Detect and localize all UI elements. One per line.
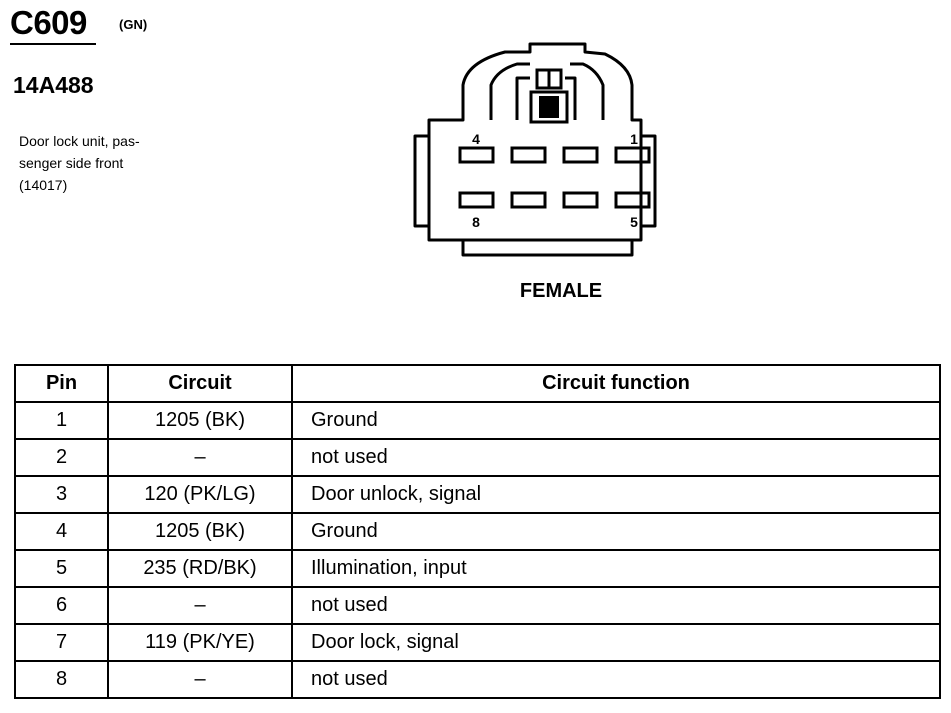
latch-mid-left — [515, 76, 530, 120]
description-line: Door lock unit, pas- — [19, 133, 140, 149]
circuit-cell: 1205 (BK) — [107, 401, 293, 440]
connector-face-diagram: 4 1 8 5 — [413, 42, 657, 257]
header-pin: Pin — [14, 364, 109, 403]
pin-cavity-8 — [458, 191, 495, 209]
header-circuit-function: Circuit function — [291, 364, 941, 403]
connector-gender-label: FEMALE — [519, 280, 603, 302]
function-cell: not used — [291, 438, 941, 477]
table-row: 7 119 (PK/YE) Door lock, signal — [14, 623, 941, 662]
pin-label-4: 4 — [472, 131, 480, 147]
pin-cell: 6 — [14, 586, 109, 625]
pin-cell: 1 — [14, 401, 109, 440]
pin-label-1: 1 — [630, 131, 638, 147]
pin-cell: 2 — [14, 438, 109, 477]
locking-latch — [529, 68, 569, 124]
table-row: 4 1205 (BK) Ground — [14, 512, 941, 551]
connector-bottom-lip — [461, 240, 634, 257]
circuit-cell: 120 (PK/LG) — [107, 475, 293, 514]
table-row: 6 – not used — [14, 586, 941, 625]
table-row: 5 235 (RD/BK) Illumination, input — [14, 549, 941, 588]
pin-cell: 7 — [14, 623, 109, 662]
connector-id-underline — [10, 43, 96, 45]
function-cell: Ground — [291, 401, 941, 440]
connector-body-outline — [427, 42, 643, 242]
header-circuit: Circuit — [107, 364, 293, 403]
pin-cell: 5 — [14, 549, 109, 588]
pin-cavity-7 — [510, 191, 547, 209]
pin-cavity-5 — [614, 191, 651, 209]
connector-id: C609 — [10, 4, 87, 41]
circuit-cell: 119 (PK/YE) — [107, 623, 293, 662]
connector-color: (GN) — [119, 17, 148, 32]
pin-cavity-4 — [458, 146, 495, 164]
circuit-cell: – — [107, 438, 293, 477]
description-line: senger side front — [19, 155, 124, 171]
connector-left-guide — [413, 134, 429, 228]
part-number: 14A488 — [13, 72, 94, 98]
function-cell: Door lock, signal — [291, 623, 941, 662]
pin-table: Pin Circuit Circuit function 1 1205 (BK)… — [14, 364, 941, 699]
table-row: 1 1205 (BK) Ground — [14, 401, 941, 440]
pin-cavity-2 — [562, 146, 599, 164]
circuit-cell: 1205 (BK) — [107, 512, 293, 551]
pin-cell: 4 — [14, 512, 109, 551]
pin-label-5: 5 — [630, 214, 638, 230]
connector-description: Door lock unit, pas- senger side front (… — [19, 130, 140, 196]
function-cell: Illumination, input — [291, 549, 941, 588]
table-row: 8 – not used — [14, 660, 941, 699]
latch-inner-right — [570, 62, 605, 120]
circuit-cell: – — [107, 586, 293, 625]
latch-core — [539, 96, 559, 118]
connector-right-guide — [641, 134, 657, 228]
circuit-cell: 235 (RD/BK) — [107, 549, 293, 588]
latch-mid-right — [565, 76, 577, 120]
table-row: 3 120 (PK/LG) Door unlock, signal — [14, 475, 941, 514]
table-row: 2 – not used — [14, 438, 941, 477]
table-header-row: Pin Circuit Circuit function — [14, 364, 941, 403]
pin-label-8: 8 — [472, 214, 480, 230]
pin-cell: 3 — [14, 475, 109, 514]
pin-cavity-1 — [614, 146, 651, 164]
function-cell: Ground — [291, 512, 941, 551]
pin-cavity-3 — [510, 146, 547, 164]
function-cell: not used — [291, 586, 941, 625]
circuit-cell: – — [107, 660, 293, 699]
latch-inner-left — [489, 62, 530, 120]
pin-cavity-6 — [562, 191, 599, 209]
function-cell: Door unlock, signal — [291, 475, 941, 514]
function-cell: not used — [291, 660, 941, 699]
description-line: (14017) — [19, 177, 68, 193]
pin-cell: 8 — [14, 660, 109, 699]
